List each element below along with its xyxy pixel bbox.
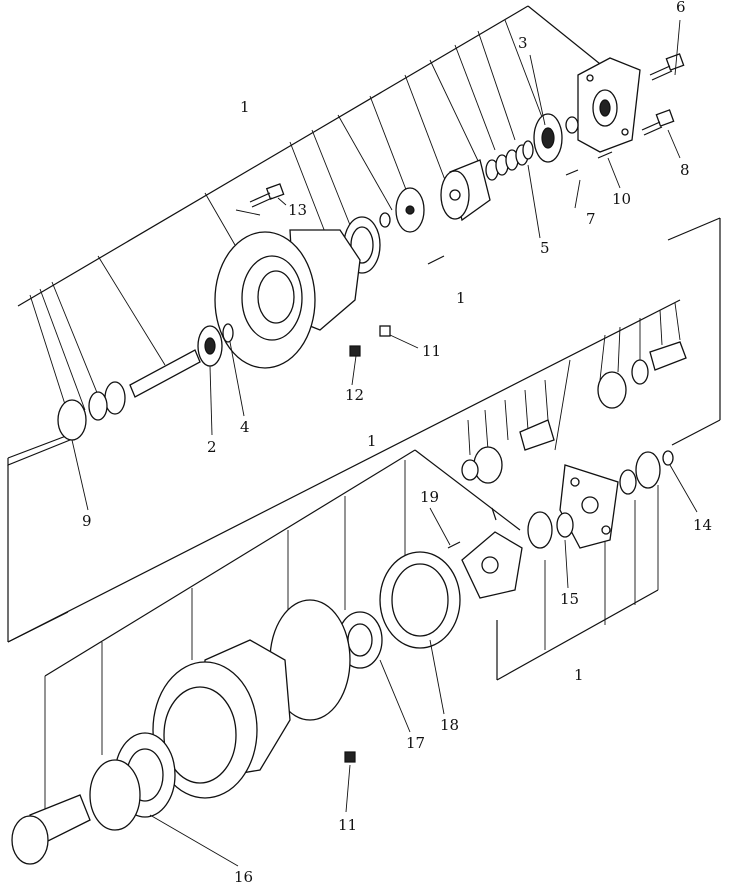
callout-14: 14 [693,516,712,534]
carrier-left [461,507,523,599]
cylinder-block [440,159,491,222]
motor-housing [214,229,361,369]
callout-12: 12 [345,386,364,404]
callout-15: 15 [560,590,579,608]
pin-1 [427,255,445,265]
thrust-washer [89,759,141,831]
callout-16: 16 [234,868,253,883]
output-shaft [11,794,91,865]
planet-shaft-left [461,419,555,484]
callout-10: 10 [612,190,631,208]
bolt-6 [649,53,685,81]
seals-9 [57,381,126,441]
output-housing [152,639,291,799]
callout-11-lower: 11 [338,816,357,834]
lower-bracket [44,449,659,820]
callout-1-middle: 1 [367,432,377,450]
gear-15 [527,511,574,549]
callout-9: 9 [82,512,92,530]
bolt-8 [641,109,675,136]
plug-11-lower [344,751,356,763]
callout-18: 18 [440,716,459,734]
upper-bracket [7,5,621,466]
callout-1-upper-pin: 1 [456,289,466,307]
leaders [71,19,698,867]
callout-7: 7 [586,210,596,228]
pins-7-10 [565,151,613,176]
callout-4: 4 [240,418,250,436]
plugs-11-12 [349,325,391,357]
gear-14 [619,450,674,495]
callout-5: 5 [540,239,550,257]
cover-plate [577,57,641,153]
planet-shaft-right [597,341,687,409]
callout-13: 13 [288,201,307,219]
springs-5 [485,140,534,181]
bearing-3 [533,113,579,163]
callout-3: 3 [518,34,528,52]
shaft-bearing-2-4 [129,323,234,398]
callout-17: 17 [406,734,425,752]
callout-8: 8 [680,161,690,179]
callout-19: 19 [420,488,439,506]
swash-plate [379,187,425,233]
callout-1-top: 1 [240,98,250,116]
pin-19 [447,541,461,549]
middle-bracket [7,217,721,643]
bolt-13 [249,183,285,208]
carrier-plate [559,464,619,549]
callout-11-upper: 11 [422,342,441,360]
callout-2: 2 [207,438,217,456]
callout-1-lower: 1 [574,666,584,684]
ring-gear-18 [379,551,461,649]
callout-6: 6 [676,0,686,16]
